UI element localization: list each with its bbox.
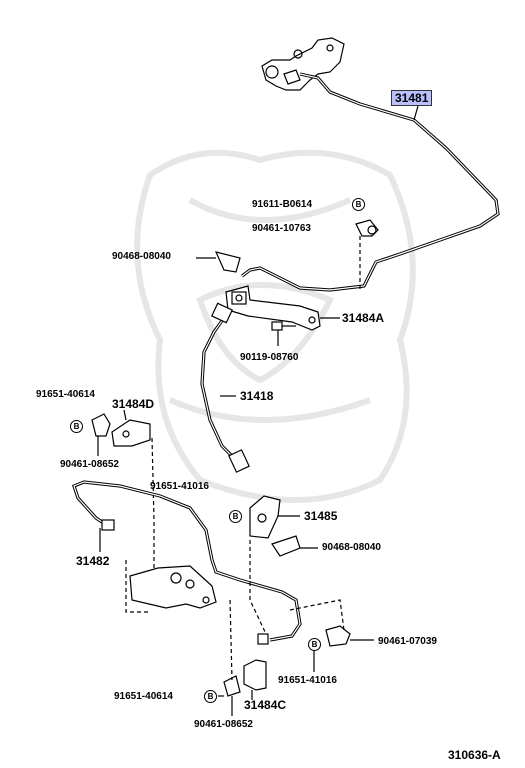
tube-31482-nut (101, 519, 115, 531)
label-90461-10763: 90461-10763 (252, 223, 311, 234)
b-marker-icon: B (352, 198, 365, 211)
clip-90461-07039 (325, 625, 351, 647)
clip-90461-10763 (355, 219, 379, 237)
label-31484c: 31484C (244, 698, 287, 712)
watermark-logo (134, 149, 416, 503)
bolt-90119-08760 (271, 321, 296, 331)
bracket-31485 (249, 495, 281, 539)
clip-90461-08652-left (91, 413, 111, 437)
label-90461-08652-left: 90461-08652 (60, 459, 119, 470)
bracket-31484c (243, 659, 267, 691)
tube-31482-end-nut (257, 633, 269, 645)
label-90468-08040-mid: 90468-08040 (322, 542, 381, 553)
label-91651-40614-left: 91651-40614 (36, 389, 95, 400)
label-91651-41016-mid: 91651-41016 (150, 481, 209, 492)
b-marker-icon: B (204, 690, 217, 703)
label-90468-08040-top: 90468-08040 (112, 251, 171, 262)
label-31481: 31481 (391, 90, 433, 106)
label-90119-08760: 90119-08760 (240, 352, 299, 363)
b-marker-icon: B (70, 420, 83, 433)
lower-bracket-assembly (129, 565, 217, 609)
bracket-31484a (225, 285, 321, 331)
label-90461-08652-bottom: 90461-08652 (194, 719, 253, 730)
label-31484a: 31484A (342, 311, 385, 325)
clip-90468-08040-top (214, 251, 241, 273)
diagram-id: 310636-A (448, 748, 501, 762)
label-91651-41016-low: 91651-41016 (278, 675, 337, 686)
label-31482: 31482 (76, 554, 110, 568)
label-31418: 31418 (240, 389, 274, 403)
label-91651-40614-bottom: 91651-40614 (114, 691, 173, 702)
hose-end-top (210, 302, 234, 324)
hose-end-bottom (228, 449, 250, 473)
label-31484d: 31484D (112, 397, 155, 411)
bracket-31484d (111, 419, 151, 447)
b-marker-icon: B (308, 638, 321, 651)
master-cylinder-fitting (261, 37, 345, 91)
leader-31481 (413, 105, 419, 121)
clip-90468-08040-mid (271, 535, 301, 557)
b-marker-icon: B (229, 510, 242, 523)
label-91611-b0614: 91611-B0614 (252, 199, 313, 210)
label-31485: 31485 (304, 509, 338, 523)
label-90461-07039: 90461-07039 (378, 636, 437, 647)
